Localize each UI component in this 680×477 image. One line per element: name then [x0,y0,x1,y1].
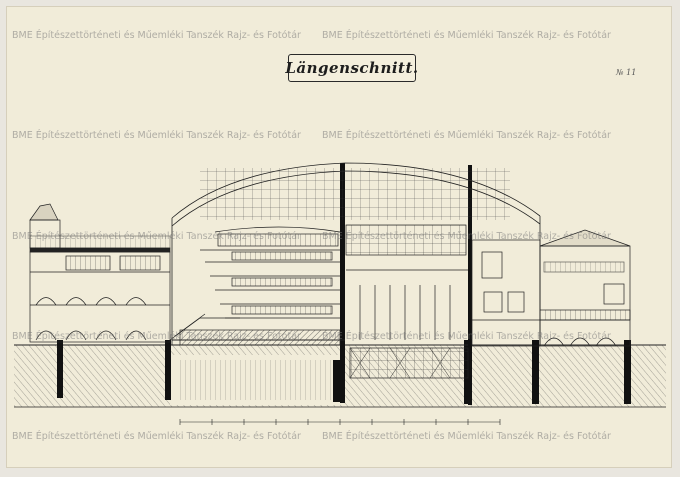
drawing-title: Längenschnitt. [285,59,419,77]
right-wing-section [471,229,631,347]
watermark: BME Építészettörténeti és Műemléki Tansz… [12,130,301,141]
sheet-number: № 11 [616,68,637,77]
title-cartouche: Längenschnitt. [285,54,419,82]
watermark: BME Építészettörténeti és Műemléki Tansz… [322,431,611,442]
auditorium-section [169,226,345,346]
glass-roof [171,162,541,345]
watermark: BME Építészettörténeti és Műemléki Tansz… [322,331,611,342]
scale-bar [179,419,501,425]
watermark: BME Építészettörténeti és Műemléki Tansz… [322,30,611,41]
watermark: BME Építészettörténeti és Műemléki Tansz… [12,331,301,342]
watermark: BME Építészettörténeti és Műemléki Tansz… [12,231,301,242]
watermark: BME Építészettörténeti és Műemléki Tansz… [322,231,611,242]
watermark: BME Építészettörténeti és Műemléki Tansz… [322,130,611,141]
left-wing-section [29,203,171,343]
watermark: BME Építészettörténeti és Műemléki Tansz… [12,30,301,41]
right-hall-section [345,224,469,379]
watermark: BME Építészettörténeti és Műemléki Tansz… [12,431,301,442]
